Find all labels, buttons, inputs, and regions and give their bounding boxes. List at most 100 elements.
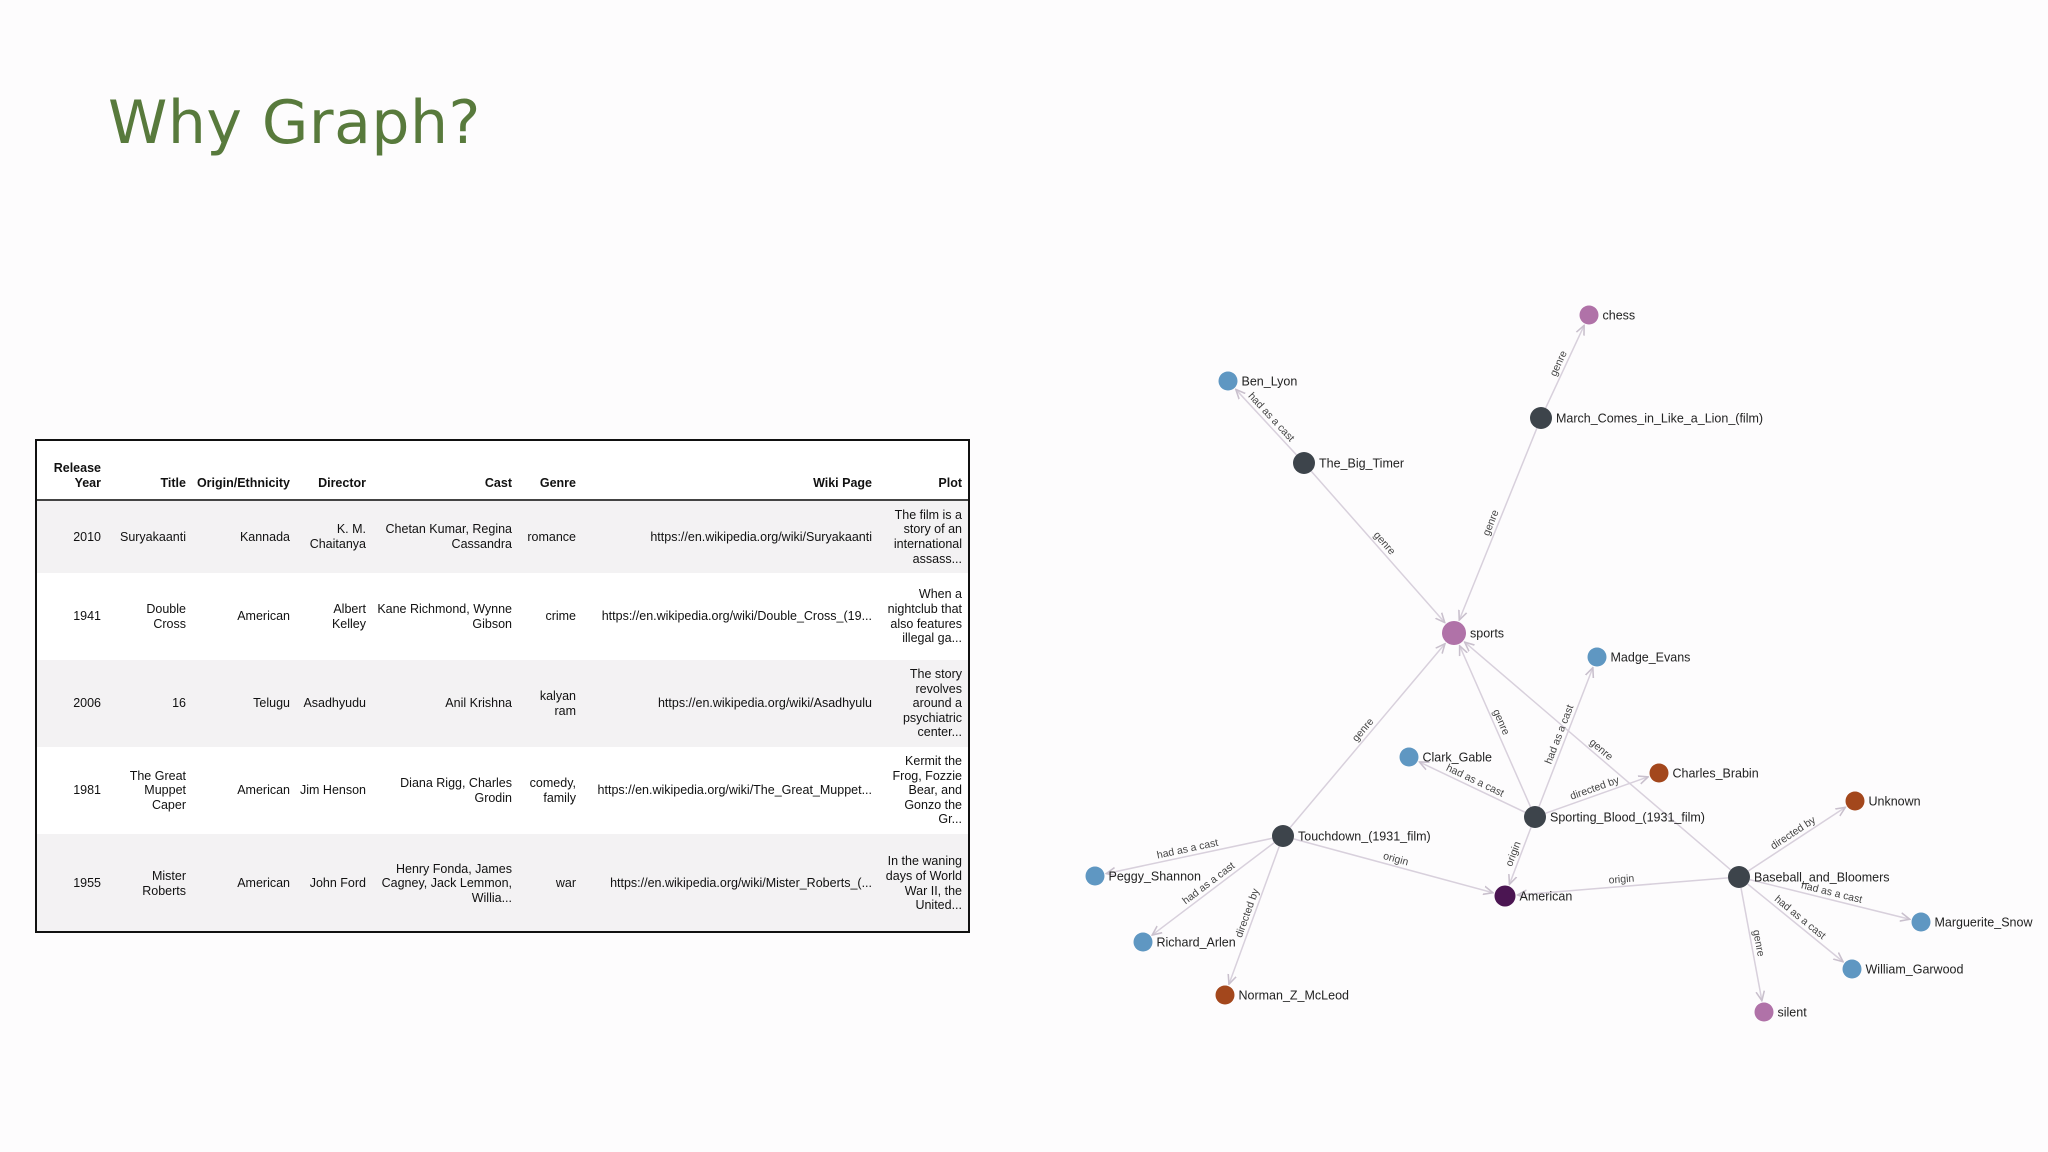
cell-cast: Henry Fonda, James Cagney, Jack Lemmon, … (372, 834, 518, 931)
cell-cast: Chetan Kumar, Regina Cassandra (372, 500, 518, 573)
graph-edge-label: had as a cast (1156, 837, 1220, 862)
graph-node-label: silent (1778, 1006, 1808, 1020)
graph-node-mcleod[interactable]: Norman_Z_McLeod (1215, 985, 1350, 1005)
graph-edge-touchdown-mcleod (1229, 846, 1280, 984)
cell-wiki-page: https://en.wikipedia.org/wiki/Asadhyulu (582, 660, 878, 747)
graph-node-circle[interactable] (1442, 621, 1466, 645)
graph-node-big_timer[interactable]: The_Big_Timer (1293, 452, 1404, 474)
slide-title: Why Graph? (108, 88, 481, 158)
cell-title: Mister Roberts (107, 834, 192, 931)
cell-cast: Diana Rigg, Charles Grodin (372, 747, 518, 834)
graph-node-circle[interactable] (1728, 866, 1750, 888)
graph-node-brabin[interactable]: Charles_Brabin (1649, 763, 1759, 783)
cell-plot: In the waning days of World War II, the … (878, 834, 968, 931)
graph-node-label: March_Comes_in_Like_a_Lion_(film) (1556, 412, 1763, 426)
table-row: 2010 Suryakaanti Kannada K. M. Chaitanya… (37, 500, 968, 573)
graph-node-circle[interactable] (1524, 806, 1546, 828)
graph-node-circle[interactable] (1845, 791, 1865, 811)
table-row: 1981 The Great Muppet Caper American Jim… (37, 747, 968, 834)
cell-genre: romance (518, 500, 582, 573)
column-header-origin: Origin/Ethnicity (192, 441, 296, 501)
cell-release-year: 2006 (37, 660, 107, 747)
graph-node-label: Marguerite_Snow (1935, 916, 2034, 930)
graph-node-richard[interactable]: Richard_Arlen (1133, 932, 1236, 952)
cell-cast: Kane Richmond, Wynne Gibson (372, 573, 518, 660)
graph-node-circle[interactable] (1530, 407, 1552, 429)
graph-node-label: Ben_Lyon (1242, 375, 1298, 389)
table-row: 1955 Mister Roberts American John Ford H… (37, 834, 968, 931)
graph-node-baseball[interactable]: Baseball_and_Bloomers (1728, 866, 1890, 888)
graph-edge-baseball-marguerite (1749, 878, 1910, 920)
graph-node-unknown[interactable]: Unknown (1845, 791, 1921, 811)
graph-node-circle[interactable] (1133, 932, 1153, 952)
cell-genre: kalyan ram (518, 660, 582, 747)
cell-origin: Kannada (192, 500, 296, 573)
cell-origin: American (192, 834, 296, 931)
graph-node-circle[interactable] (1494, 885, 1516, 907)
cell-release-year: 2010 (37, 500, 107, 573)
graph-node-label: Clark_Gable (1423, 751, 1493, 765)
graph-edges (1106, 325, 1910, 1000)
graph-node-american[interactable]: American (1494, 885, 1573, 907)
graph-edge-sporting-american (1509, 827, 1532, 884)
graph-node-label: Madge_Evans (1611, 651, 1691, 665)
column-header-plot: Plot (878, 441, 968, 501)
graph-node-circle[interactable] (1842, 959, 1862, 979)
graph-edge-touchdown-sports (1289, 644, 1445, 829)
cell-genre: war (518, 834, 582, 931)
cell-wiki-page: https://en.wikipedia.org/wiki/Double_Cro… (582, 573, 878, 660)
cell-wiki-page: https://en.wikipedia.org/wiki/Suryakaant… (582, 500, 878, 573)
graph-node-chess[interactable]: chess (1579, 305, 1636, 325)
graph-node-circle[interactable] (1911, 912, 1931, 932)
graph-node-circle[interactable] (1272, 825, 1294, 847)
graph-node-silent[interactable]: silent (1754, 1002, 1808, 1022)
graph-node-label: Sporting_Blood_(1931_film) (1550, 811, 1705, 825)
graph-node-madge[interactable]: Madge_Evans (1587, 647, 1691, 667)
graph-node-circle[interactable] (1293, 452, 1315, 474)
graph-node-circle[interactable] (1215, 985, 1235, 1005)
cell-director: K. M. Chaitanya (296, 500, 372, 573)
graph-edge-label: genre (1750, 929, 1767, 958)
table-header-row: Release Year Title Origin/Ethnicity Dire… (37, 441, 968, 501)
graph-node-circle[interactable] (1579, 305, 1599, 325)
cell-title: The Great Muppet Caper (107, 747, 192, 834)
graph-edge-label: had as a cast (1772, 893, 1828, 942)
graph-node-circle[interactable] (1218, 371, 1238, 391)
graph-node-label: Charles_Brabin (1673, 767, 1759, 781)
graph-edge-touchdown-peggy (1106, 837, 1273, 873)
graph-node-label: The_Big_Timer (1319, 457, 1404, 471)
graph-node-circle[interactable] (1085, 866, 1105, 886)
graph-node-circle[interactable] (1399, 747, 1419, 767)
data-table: Release Year Title Origin/Ethnicity Dire… (37, 441, 968, 931)
graph-edge-sporting-brabin (1545, 777, 1648, 815)
cell-title: Double Cross (107, 573, 192, 660)
graph-edge-label: directed by (1568, 774, 1621, 803)
column-header-cast: Cast (372, 441, 518, 501)
cell-plot: Kermit the Frog, Fozzie Bear, and Gonzo … (878, 747, 968, 834)
graph-node-circle[interactable] (1754, 1002, 1774, 1022)
graph-node-circle[interactable] (1649, 763, 1669, 783)
graph-node-label: chess (1603, 309, 1636, 323)
graph-edge-baseball-silent (1740, 887, 1762, 1001)
graph-edge-label: origin (1608, 872, 1635, 886)
graph-node-william[interactable]: William_Garwood (1842, 959, 1964, 979)
graph-node-sports[interactable]: sports (1442, 621, 1504, 645)
graph-edge-label: had as a cast (1246, 390, 1297, 444)
graph-node-marguerite[interactable]: Marguerite_Snow (1911, 912, 2034, 932)
graph-edge-sporting-madge (1538, 668, 1593, 808)
graph-node-sporting[interactable]: Sporting_Blood_(1931_film) (1524, 806, 1705, 828)
graph-node-march[interactable]: March_Comes_in_Like_a_Lion_(film) (1530, 407, 1763, 429)
cell-wiki-page: https://en.wikipedia.org/wiki/The_Great_… (582, 747, 878, 834)
graph-node-circle[interactable] (1587, 647, 1607, 667)
graph-edge-big_timer-sports (1310, 470, 1444, 622)
cell-director: Asadhyudu (296, 660, 372, 747)
graph-node-clark[interactable]: Clark_Gable (1399, 747, 1493, 767)
graph-edge-baseball-sports (1465, 642, 1732, 871)
graph-edge-baseball-william (1747, 883, 1844, 962)
graph-edge-march-sports (1459, 427, 1538, 620)
graph-node-ben_lyon[interactable]: Ben_Lyon (1218, 371, 1298, 391)
graph-node-touchdown[interactable]: Touchdown_(1931_film) (1272, 825, 1431, 847)
graph-node-peggy[interactable]: Peggy_Shannon (1085, 866, 1201, 886)
